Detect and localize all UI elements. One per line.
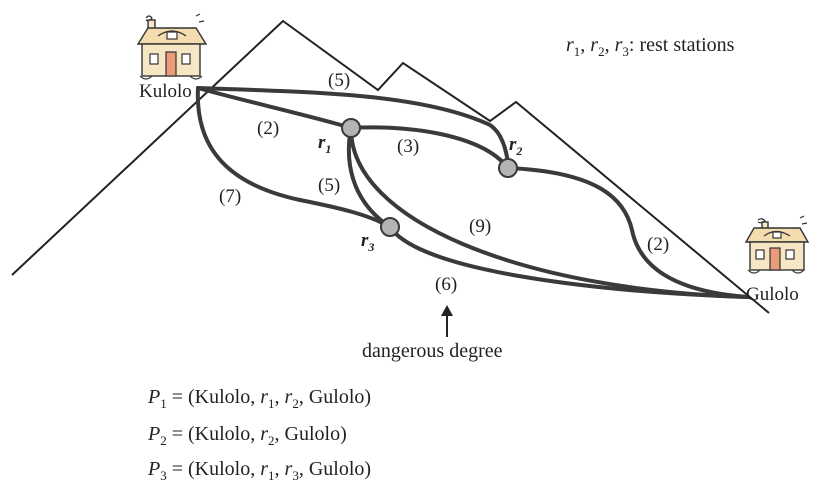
path-definition-p2: P2 = (Kulolo, r2, Gulolo) — [148, 423, 347, 448]
path-definition-p3: P3 = (Kulolo, r1, r3, Gulolo) — [148, 458, 372, 483]
route-kulolo-r1 — [196, 86, 353, 130]
weight-r1-r3: (5) — [318, 175, 340, 196]
weight-r3-gulolo: (6) — [435, 274, 457, 295]
path-definition-p1: P1 = (Kulolo, r1, r2, Gulolo) — [148, 386, 372, 411]
route-r1-r2 — [349, 125, 510, 170]
kulolo-house-icon — [136, 13, 208, 80]
route-r2-gulolo — [506, 166, 750, 299]
station-label-r1: r1 — [318, 132, 331, 156]
legend: r1, r2, r3: rest stations — [566, 34, 735, 59]
weight-kulolo-r1: (2) — [257, 118, 279, 139]
station-label-r2: r2 — [509, 134, 522, 158]
kulolo-label: Kulolo — [139, 81, 192, 102]
route-kulolo-r2 — [196, 86, 510, 170]
station-r1 — [341, 118, 361, 138]
station-label-r3: r3 — [361, 230, 374, 254]
gulolo-house-icon — [744, 215, 810, 274]
weight-r1-r2: (3) — [397, 136, 419, 157]
weight-r2-gulolo: (2) — [647, 234, 669, 255]
station-r2 — [498, 158, 518, 178]
route-r1-r3 — [346, 126, 392, 229]
route-r3-gulolo — [388, 225, 750, 299]
mountain-outline — [11, 19, 770, 314]
dangerous-degree-label: dangerous degree — [362, 340, 503, 362]
danger-arrow-head — [441, 305, 453, 316]
weight-r1-gulolo: (9) — [469, 216, 491, 237]
gulolo-label: Gulolo — [746, 284, 799, 305]
station-r3 — [380, 217, 400, 237]
weight-kulolo-r3: (7) — [219, 186, 241, 207]
weight-kulolo-r2: (5) — [328, 70, 350, 91]
route-kulolo-r3 — [195, 86, 392, 229]
